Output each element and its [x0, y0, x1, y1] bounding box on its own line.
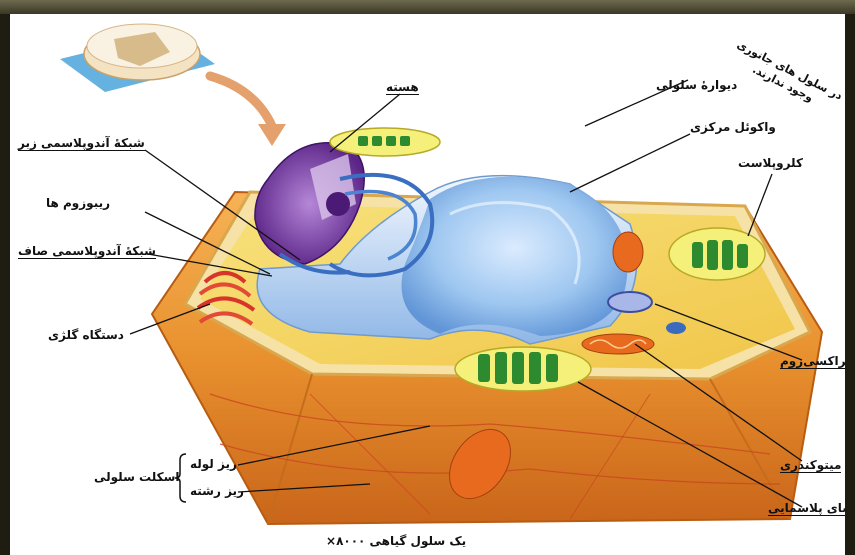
label-microtubule: ریز لوله — [190, 457, 237, 471]
label-chloroplast: کلروپلاست — [738, 156, 803, 170]
label-cell-wall: دیوارهٔ سلولی — [656, 78, 737, 92]
frame-top-bar — [0, 0, 855, 14]
label-smooth-er: شبکهٔ آندوپلاسمی صاف — [18, 244, 156, 259]
label-cytoplasm: فضای پلاسمایی — [768, 501, 845, 516]
specimen-dish-inset — [60, 24, 215, 92]
label-golgi: دستگاه گلژی — [48, 328, 124, 342]
label-peroxisome: پراکسی‌زوم — [780, 354, 845, 369]
magnify-arrow — [210, 76, 286, 146]
label-microfilament: ریز رشته — [190, 484, 244, 498]
label-mitochondria: میتوکندری — [780, 458, 841, 473]
label-cytoskeleton: اسکلت سلولی — [94, 470, 180, 484]
diagram-canvas: هسته دیوارهٔ سلولی واکوئل مرکزی کلروپلاس… — [10, 14, 845, 555]
label-central-vacuole: واکوئل مرکزی — [690, 120, 776, 134]
diagram-caption: یک سلول گیاهی ۸۰۰۰× — [326, 534, 466, 548]
label-ribosomes: ریبوزوم ها — [46, 196, 110, 210]
label-nucleus: هسته — [386, 80, 419, 95]
label-rough-er: شبکهٔ آندوپلاسمی زبر — [18, 136, 145, 151]
